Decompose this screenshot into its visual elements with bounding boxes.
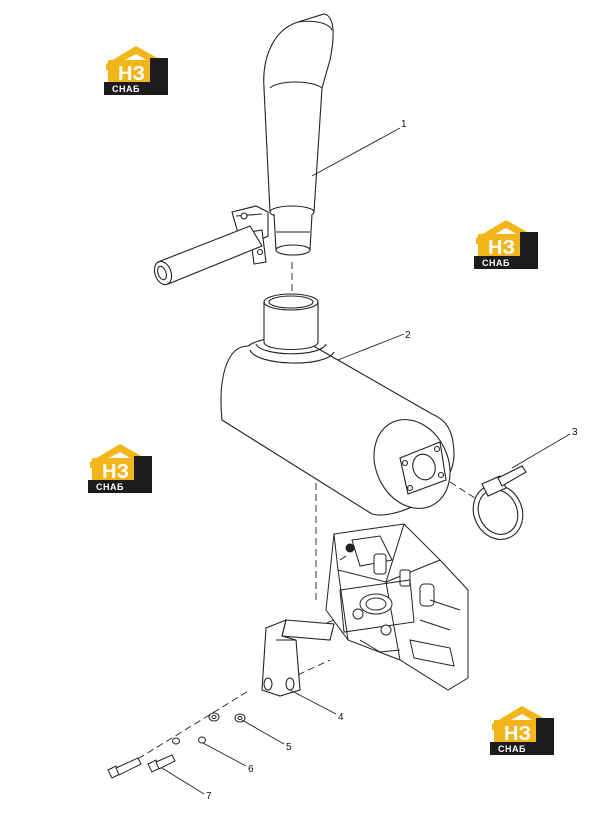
callout-5: 5 bbox=[286, 742, 292, 753]
watermark-title: НЗ bbox=[118, 63, 145, 85]
bolts bbox=[107, 754, 176, 779]
callout-4: 4 bbox=[338, 712, 344, 723]
watermark-logo-2: НЗ СНАБ bbox=[474, 220, 538, 269]
lock-washers bbox=[172, 736, 206, 745]
watermark-subtitle: СНАБ bbox=[498, 744, 526, 754]
exhaust-stack-pipe bbox=[153, 13, 334, 286]
watermark-title: НЗ bbox=[102, 461, 129, 483]
watermark-logo-3: НЗ СНАБ bbox=[88, 444, 152, 493]
watermark-logo-1: НЗ СНАБ bbox=[104, 46, 168, 95]
callout-2: 2 bbox=[405, 330, 411, 341]
hose-clamp bbox=[472, 465, 527, 540]
watermark-subtitle: СНАБ bbox=[96, 482, 124, 492]
muffler bbox=[220, 293, 455, 516]
watermark-subtitle: СНАБ bbox=[112, 84, 140, 94]
leader-lines bbox=[161, 127, 571, 795]
callout-6: 6 bbox=[248, 764, 254, 775]
callout-7: 7 bbox=[206, 791, 212, 802]
watermark-title: НЗ bbox=[488, 237, 515, 259]
watermark-subtitle: СНАБ bbox=[482, 258, 510, 268]
callout-labels: 1 2 3 4 5 6 7 bbox=[206, 119, 578, 802]
flat-washers bbox=[208, 712, 246, 723]
callout-3: 3 bbox=[572, 427, 578, 438]
watermark-title: НЗ bbox=[504, 723, 531, 745]
callout-1: 1 bbox=[401, 119, 407, 130]
watermark-logo-4: НЗ СНАБ bbox=[490, 706, 554, 755]
mounting-bracket bbox=[261, 619, 335, 697]
frame-structure bbox=[325, 523, 469, 691]
